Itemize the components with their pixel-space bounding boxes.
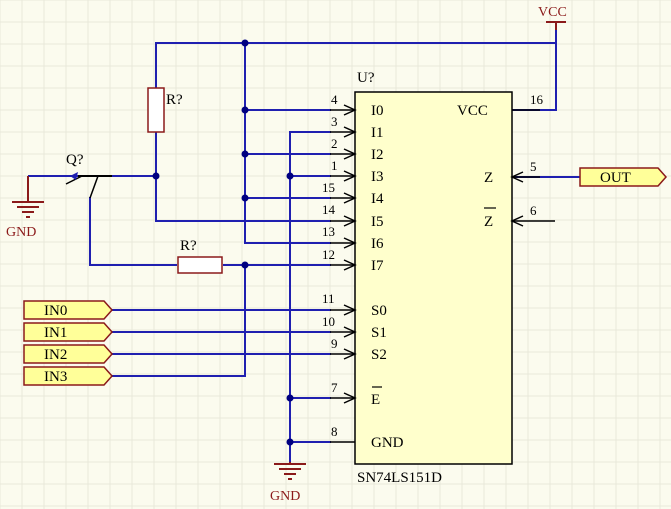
junction — [286, 438, 294, 446]
ic-pin-i4[interactable]: 15 I4 — [322, 180, 384, 207]
ic-pin-i0[interactable]: 4 I0 — [330, 92, 384, 119]
ic-pin-s2[interactable]: 9 S2 — [330, 336, 387, 363]
gnd-left-label: GND — [6, 225, 36, 240]
ic-pin-i6[interactable]: 13 I6 — [322, 224, 384, 252]
junctions — [152, 39, 294, 446]
ic-pin-i1[interactable]: 3 I1 — [330, 114, 384, 141]
pin-name: S2 — [371, 347, 387, 363]
resistor-vertical[interactable]: R? — [147, 87, 183, 133]
junction — [286, 172, 294, 180]
pin-number: 5 — [530, 159, 537, 174]
pin-number: 2 — [331, 136, 338, 151]
pin-number: 12 — [322, 247, 335, 262]
pin-number: 8 — [331, 424, 338, 439]
pin-name: I3 — [371, 169, 384, 185]
junction — [241, 106, 249, 114]
pin-name: I0 — [371, 103, 384, 119]
junction — [152, 172, 160, 180]
ic-pin-i2[interactable]: 2 I2 — [330, 136, 384, 163]
pin-number: 9 — [331, 336, 338, 351]
pin-name: Z — [484, 170, 493, 186]
junction — [241, 150, 249, 158]
pin-name: S1 — [371, 325, 387, 341]
resistor-horizontal-designator: R? — [180, 238, 197, 254]
gnd-bottom-label: GND — [270, 489, 300, 504]
pin-number: 7 — [331, 380, 338, 395]
ic-u[interactable]: U? SN74LS151D 4 I0 3 I1 2 I2 1 I3 15 I4 — [322, 70, 555, 486]
pin-number: 15 — [322, 180, 335, 195]
pin-name: E — [371, 392, 380, 408]
pin-name: I4 — [371, 191, 384, 207]
transistor-collector — [89, 175, 99, 199]
junction — [241, 261, 249, 269]
junction — [241, 39, 249, 47]
ic-pin-i3[interactable]: 1 I3 — [330, 158, 384, 185]
ic-pin-gnd[interactable]: 8 GND — [330, 424, 404, 451]
resistor-vertical-designator: R? — [166, 92, 183, 108]
port-in2[interactable]: IN2 — [23, 344, 114, 364]
pin-number: 16 — [530, 92, 544, 107]
wire-collector — [89, 197, 177, 266]
pin-name: VCC — [457, 103, 488, 119]
pin-number: 4 — [331, 92, 338, 107]
port-in1[interactable]: IN1 — [23, 322, 114, 342]
transistor-designator: Q? — [66, 152, 84, 168]
ic-pin-z-bar[interactable]: 6 Z — [484, 203, 555, 230]
gnd-left-symbol[interactable]: GND — [6, 175, 44, 240]
ic-pin-s1[interactable]: 10 S1 — [322, 314, 387, 341]
pin-number: 11 — [322, 291, 335, 306]
pin-number: 3 — [331, 114, 338, 129]
vcc-label: VCC — [538, 5, 567, 20]
pin-name: I2 — [371, 147, 384, 163]
wires — [37, 27, 581, 463]
pin-name: I5 — [371, 214, 384, 230]
pin-number: 13 — [322, 224, 335, 239]
port-label: IN1 — [44, 325, 67, 341]
transistor-emitter — [65, 175, 83, 185]
port-out[interactable]: OUT — [579, 167, 668, 187]
junction — [286, 394, 294, 402]
wire-bus-290 — [289, 131, 331, 463]
ic-designator: U? — [357, 70, 375, 86]
gnd-bottom-symbol[interactable]: GND — [270, 462, 306, 504]
junction — [241, 194, 249, 202]
vcc-power-symbol[interactable]: VCC — [538, 5, 567, 30]
pin-name: Z — [484, 214, 493, 230]
resistor-horizontal[interactable]: R? — [177, 238, 223, 274]
pin-number: 10 — [322, 314, 335, 329]
port-label: IN2 — [44, 347, 67, 363]
transistor-q[interactable]: Q? — [65, 152, 112, 199]
port-label: IN0 — [44, 303, 67, 319]
ic-pin-s0[interactable]: 11 S0 — [322, 291, 387, 319]
pin-name: S0 — [371, 303, 387, 319]
pin-name: I6 — [371, 236, 384, 252]
pin-name: GND — [371, 435, 404, 451]
ic-body — [354, 91, 513, 465]
ic-pin-vcc[interactable]: 16 VCC — [457, 92, 544, 119]
transistor-emitter-arrow — [70, 172, 78, 180]
ic-pin-z[interactable]: 5 Z — [484, 159, 540, 186]
port-in3[interactable]: IN3 — [23, 366, 114, 386]
port-in0[interactable]: IN0 — [23, 300, 114, 320]
ic-pin-i7[interactable]: 12 I7 — [322, 247, 384, 274]
ic-part-name: SN74LS151D — [357, 470, 442, 486]
ic-pin-i5[interactable]: 14 I5 — [322, 202, 384, 230]
pin-name: I7 — [371, 258, 384, 274]
port-label: IN3 — [44, 369, 67, 385]
port-label: OUT — [600, 170, 631, 186]
pin-number: 14 — [322, 202, 336, 217]
resistor-horizontal-body — [177, 256, 223, 274]
wire-in3 — [111, 264, 246, 377]
pin-number: 6 — [530, 203, 537, 218]
pin-name: I1 — [371, 125, 384, 141]
ic-pin-enable[interactable]: 7 E — [330, 380, 382, 408]
resistor-vertical-body — [147, 87, 165, 133]
pin-number: 1 — [331, 158, 338, 173]
